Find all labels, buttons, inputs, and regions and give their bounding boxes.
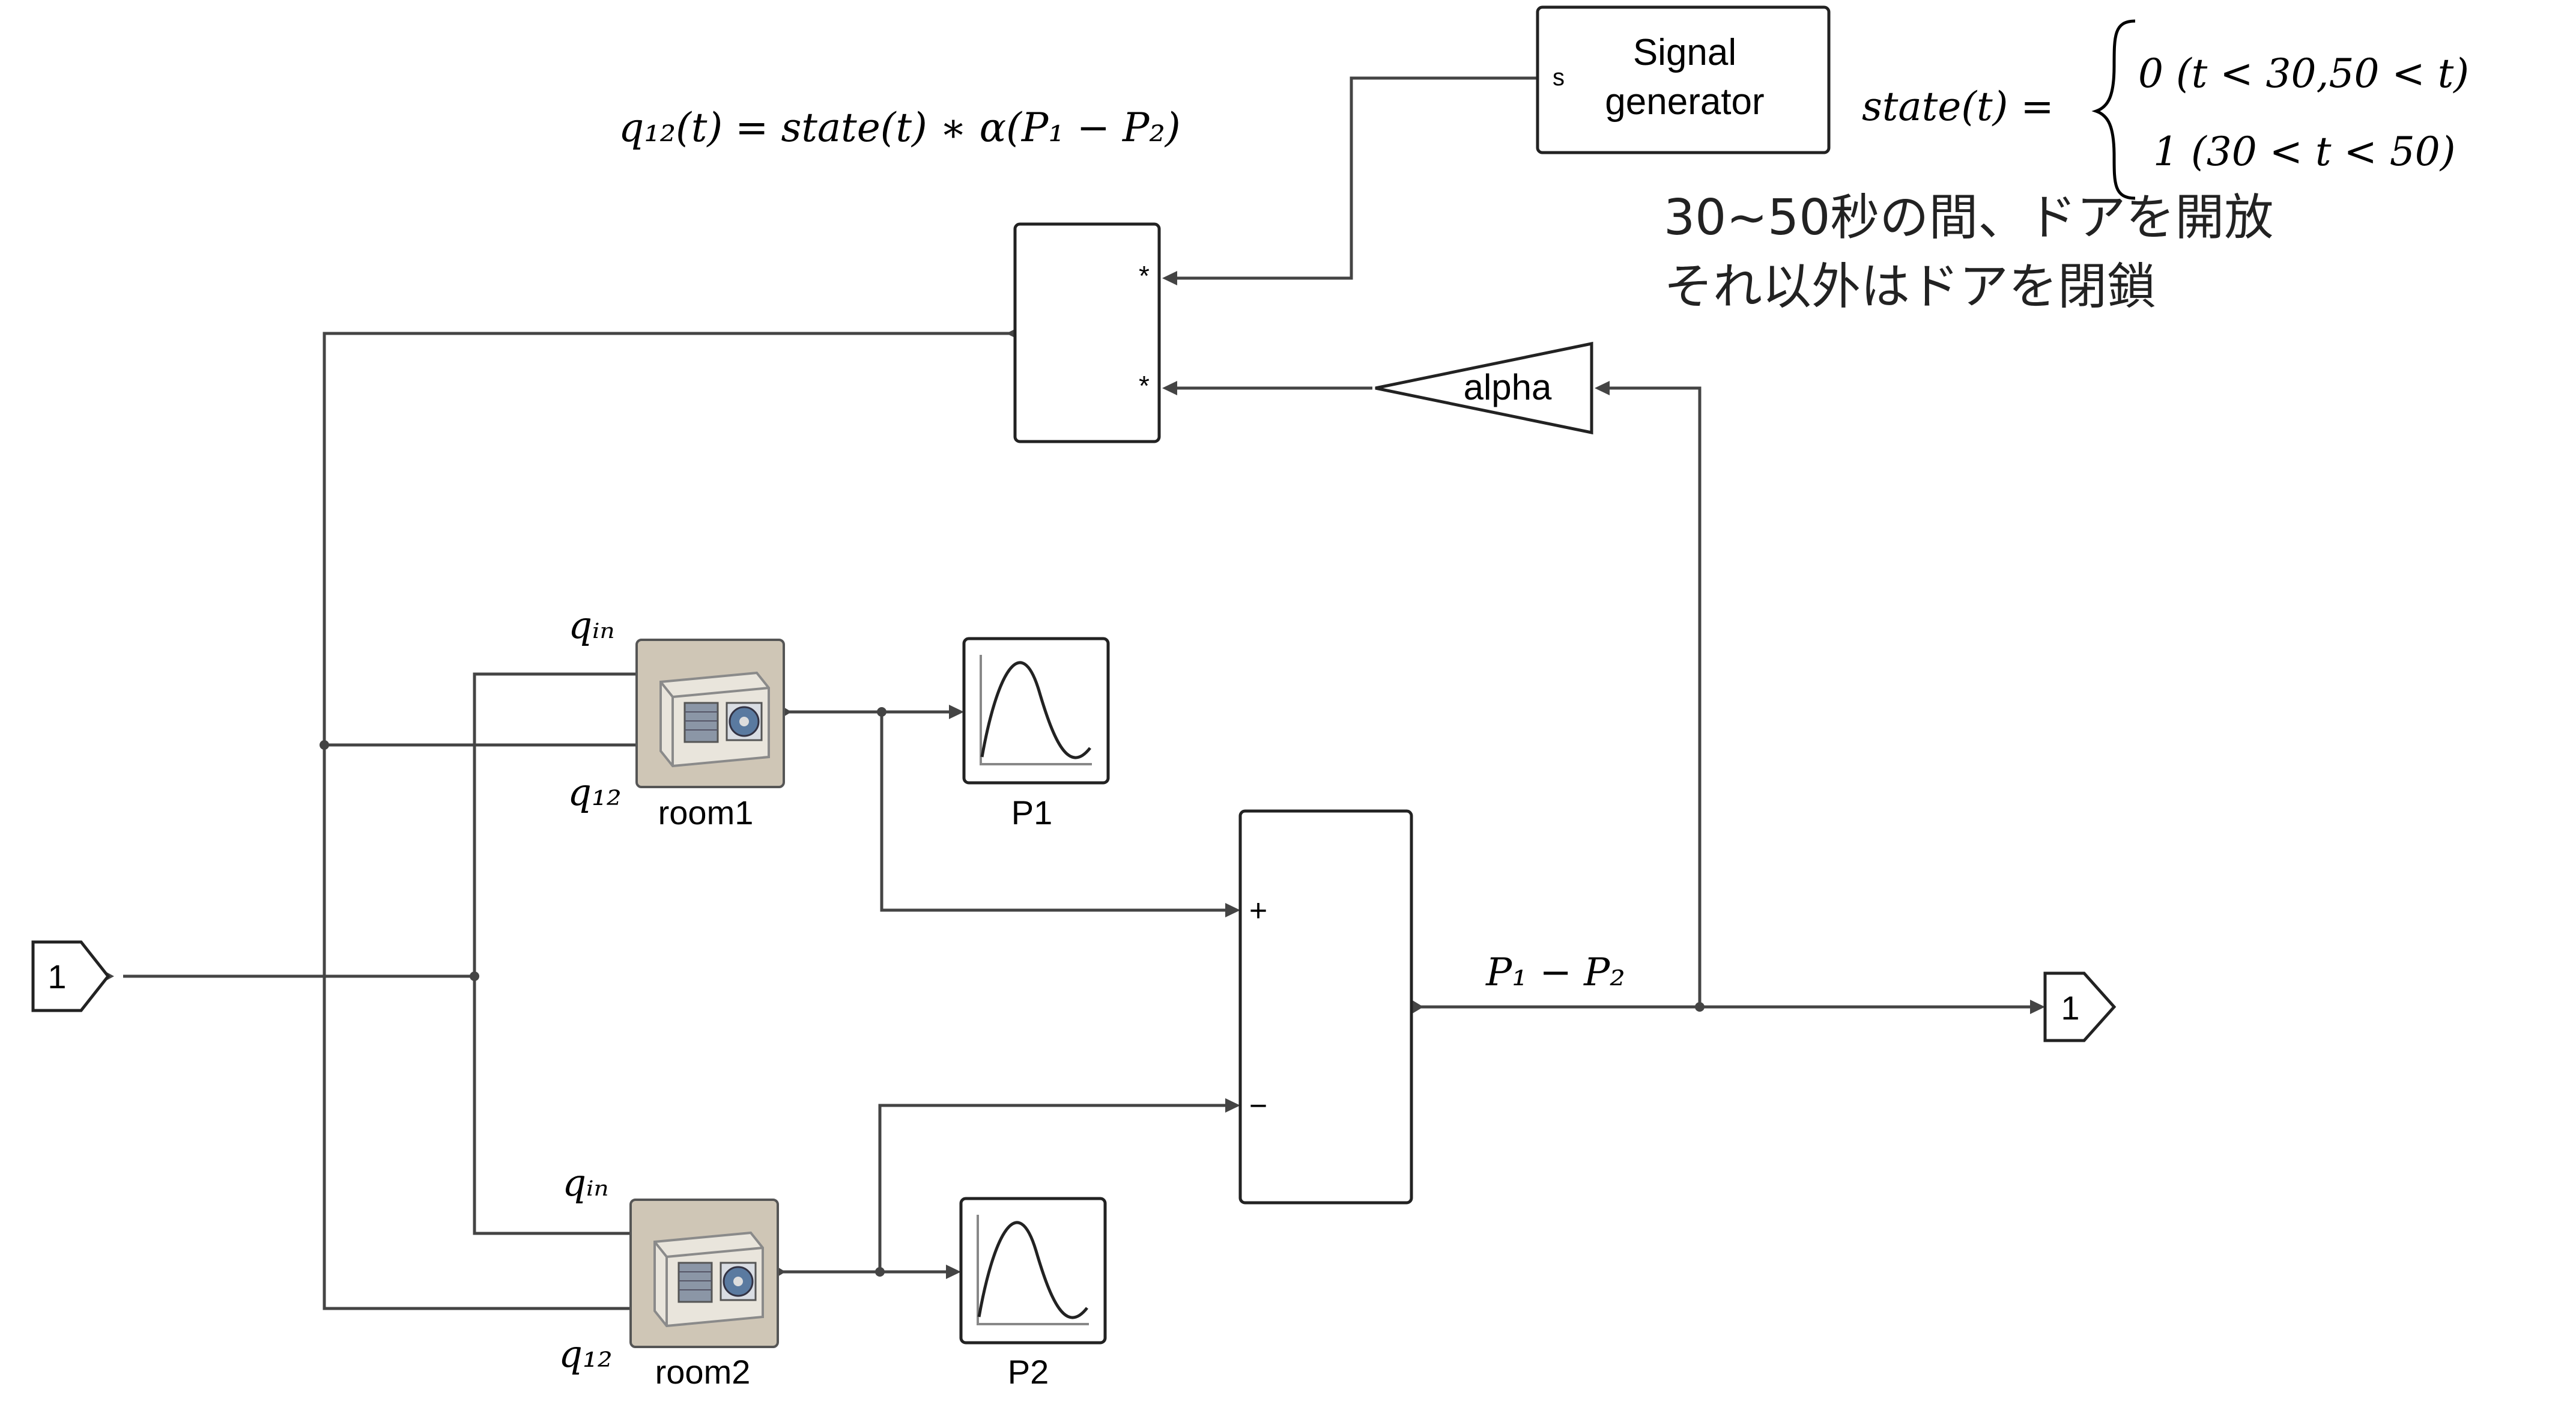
state-brace xyxy=(2091,19,2136,200)
room1-block[interactable] xyxy=(635,639,785,788)
signal-generator-port: s xyxy=(1553,64,1565,91)
outport-block[interactable]: 1 xyxy=(2043,971,2117,1042)
scope-p1-label: P1 xyxy=(1011,794,1053,831)
sum-block[interactable]: + − xyxy=(1238,809,1413,1205)
state-case-0: 0 (t < 30,50 < t) xyxy=(2138,50,2469,97)
junction-dot xyxy=(875,1267,885,1277)
room2-label: room2 xyxy=(655,1353,751,1391)
room-icon xyxy=(635,639,785,788)
signal-generator-title-1: Signal xyxy=(1633,32,1736,73)
room-icon xyxy=(629,1199,779,1348)
junction-dot xyxy=(1695,1002,1705,1012)
scope-p2-label: P2 xyxy=(1008,1353,1049,1391)
outport-label: 1 xyxy=(2061,989,2079,1027)
room2-block[interactable] xyxy=(629,1199,779,1348)
sum-minus-sign: − xyxy=(1249,1089,1267,1123)
signal-generator-title-2: generator xyxy=(1605,81,1764,123)
scope-p1-block[interactable]: P1 xyxy=(962,637,1110,831)
q12-label-room1: q₁₂ xyxy=(568,770,621,814)
product-input-2: * xyxy=(1139,370,1150,401)
qin-label-room1: qᵢₙ xyxy=(568,603,614,647)
junction-dot xyxy=(470,971,479,981)
junction-dot xyxy=(877,707,886,717)
q12-equation: q₁₂(t) = state(t) ∗ α(P₁ − P₂) xyxy=(619,105,1181,151)
q12-label-room2: q₁₂ xyxy=(559,1332,612,1376)
junction-dot xyxy=(320,740,329,750)
product-input-1: * xyxy=(1139,260,1150,291)
note-line-2: それ以外はドアを閉鎖 xyxy=(1664,258,2156,315)
sum-plus-sign: + xyxy=(1249,893,1267,928)
note-line-1: 30~50秒の間、ドアを開放 xyxy=(1664,189,2273,246)
state-case-1: 1 (30 < t < 50) xyxy=(2153,129,2455,175)
p-difference-label: P₁ − P₂ xyxy=(1485,950,1625,995)
scope-p2-block[interactable]: P2 xyxy=(959,1197,1107,1391)
state-equation-lhs: state(t) = xyxy=(1862,84,2054,130)
room1-label: room1 xyxy=(658,794,754,831)
product-block[interactable]: * * xyxy=(1013,222,1161,443)
gain-block[interactable]: alpha xyxy=(1375,341,1593,435)
qin-label-room2: qᵢₙ xyxy=(562,1161,608,1205)
signal-generator-block[interactable]: s Signal generator xyxy=(1536,5,1831,154)
inport-label: 1 xyxy=(47,958,66,995)
inport-block[interactable]: 1 xyxy=(31,940,111,1012)
gain-label: alpha xyxy=(1464,367,1552,407)
